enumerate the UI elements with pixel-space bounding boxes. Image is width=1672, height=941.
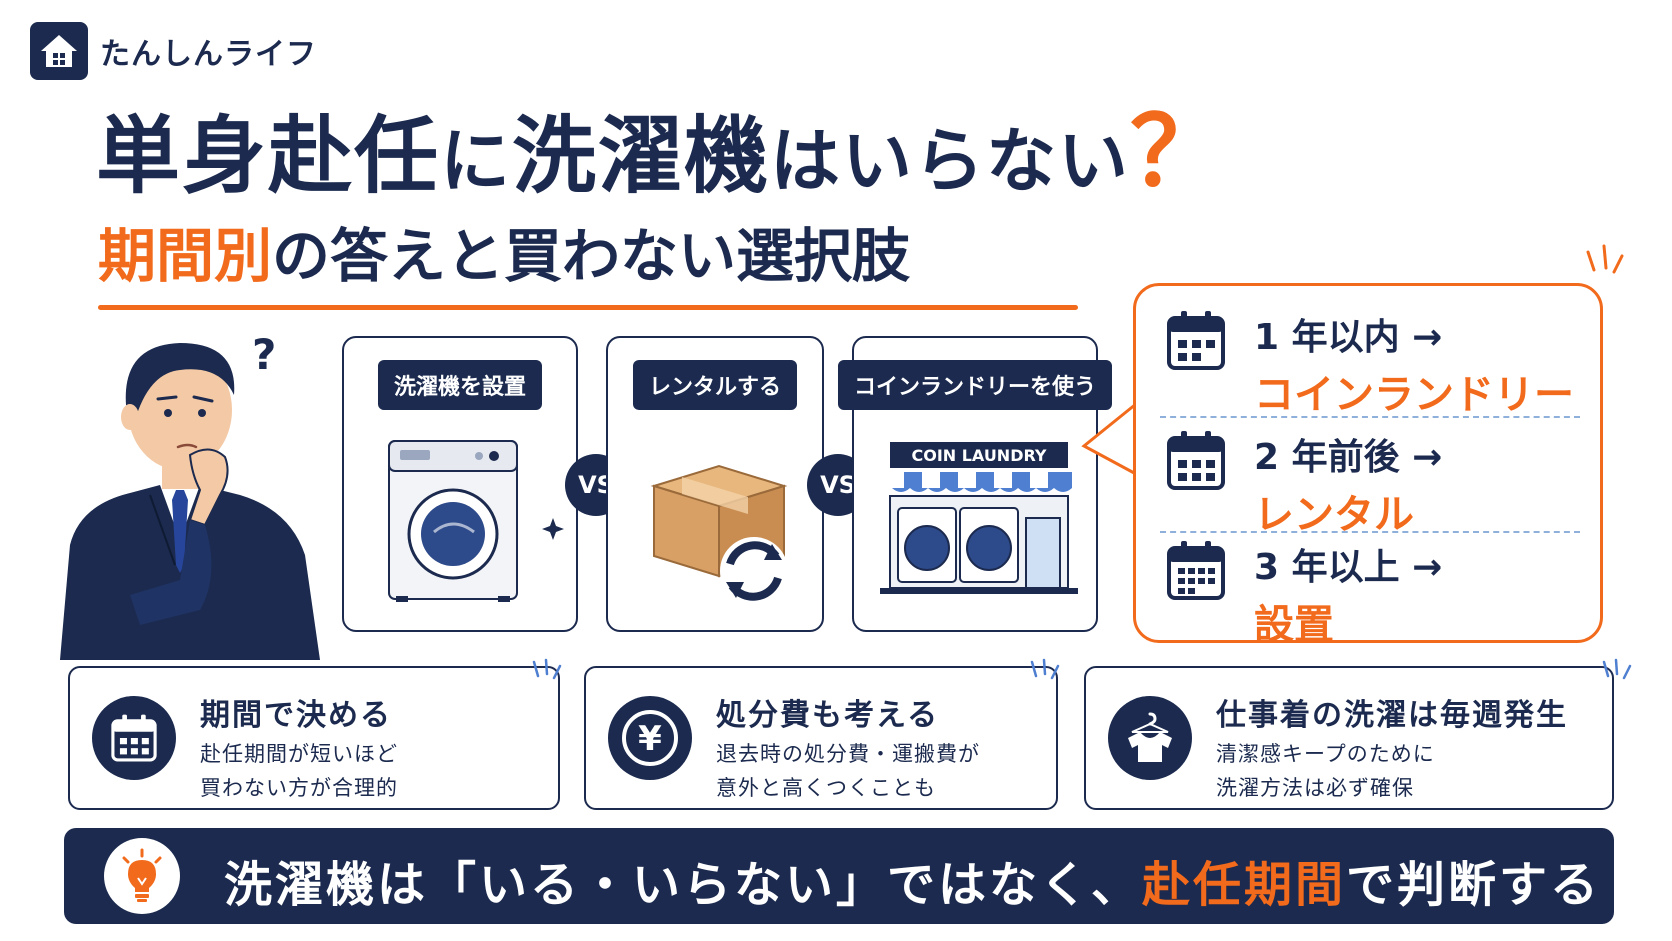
calendar-icon	[1167, 431, 1225, 490]
title-question-mark: ？	[1130, 96, 1229, 208]
info-desc-line: 買わない方が合理的	[200, 775, 398, 800]
yen-icon: ¥	[608, 696, 692, 780]
conclusion-highlight: 赴任期間	[1142, 857, 1347, 913]
info-title-disposal: 処分費も考える	[716, 698, 940, 733]
info-card-work-clothes: 仕事着の洗濯は毎週発生 清潔感キープのために 洗濯方法は必ず確保	[1084, 666, 1614, 810]
conclusion-text: 洗濯機は「いる・いらない」ではなく、赴任期間で判断する	[224, 845, 1601, 915]
emphasis-lines-icon	[1586, 244, 1624, 274]
calendar-icon	[1167, 311, 1225, 370]
brand: たんしんライフ	[30, 22, 317, 80]
accent-marks-icon	[1602, 658, 1632, 680]
info-card-disposal: ¥ 処分費も考える 退去時の処分費・運搬費が 意外と高くつくことも	[584, 666, 1058, 810]
page-title: 単身赴任に洗濯機はいらない？	[96, 99, 1228, 206]
title-part-1: 単身赴任	[96, 107, 441, 205]
period-answer-2: レンタル	[1254, 492, 1414, 538]
svg-text:¥: ¥	[638, 719, 662, 759]
conclusion-pre: 洗濯機は「いる・いらない」ではなく、	[224, 857, 1143, 913]
title-part-2: に	[440, 120, 513, 202]
subtitle-highlight: 期間別	[98, 222, 273, 290]
period-answer-panel: 1 年以内 → コインランドリー 2 年前後 → レンタル	[1133, 283, 1603, 648]
period-divider-2	[1160, 531, 1580, 533]
title-part-3: 洗濯機	[512, 107, 771, 205]
page-subtitle: 期間別の答えと買わない選択肢	[98, 222, 911, 290]
option-card-coin-laundry: コインランドリーを使う COIN LAUNDRY	[837, 336, 1113, 632]
title-part-4: はいらない	[770, 120, 1131, 202]
option-card-install: 洗濯機を設置	[342, 336, 578, 632]
period-answer-3: 設置	[1254, 602, 1334, 648]
brand-name: たんしんライフ	[100, 37, 317, 72]
option-label-rental: レンタルする	[632, 360, 798, 410]
accent-marks-icon	[532, 658, 562, 680]
subtitle-rest: の答えと買わない選択肢	[272, 222, 911, 290]
period-row-2: 2 年前後 → レンタル	[1166, 428, 1576, 540]
calendar-icon	[92, 696, 176, 780]
accent-marks-icon	[1030, 658, 1060, 680]
info-desc-line: 洗濯方法は必ず確保	[1216, 775, 1414, 800]
info-desc-period: 赴任期間が短いほど 買わない方が合理的	[200, 738, 398, 805]
info-desc-line: 赴任期間が短いほど	[200, 742, 398, 766]
period-row-3: 3 年以上 → 設置	[1166, 538, 1576, 650]
period-duration-1: 1 年以内 →	[1254, 317, 1443, 358]
calendar-icon	[1167, 541, 1225, 600]
conclusion-banner: 洗濯機は「いる・いらない」ではなく、赴任期間で判断する	[64, 828, 1614, 924]
period-divider-1	[1160, 416, 1580, 418]
period-answer-1: コインランドリー	[1254, 372, 1574, 418]
option-label-install: 洗濯機を設置	[377, 360, 543, 410]
option-label-coin-laundry: コインランドリーを使う	[837, 360, 1113, 410]
info-desc-disposal: 退去時の処分費・運搬費が 意外と高くつくことも	[716, 738, 980, 805]
rental-box-icon	[650, 464, 788, 605]
info-title-period: 期間で決める	[200, 698, 392, 733]
period-duration-2: 2 年前後 →	[1254, 437, 1443, 478]
shirt-icon	[1108, 696, 1192, 780]
conclusion-post: で判断する	[1346, 857, 1602, 913]
period-duration-3: 3 年以上 →	[1254, 547, 1443, 588]
title-underline	[98, 305, 1078, 310]
speech-pointer	[1081, 402, 1137, 476]
lightbulb-icon	[104, 838, 180, 914]
businessman-thinking-illustration	[60, 343, 320, 660]
house-logo-icon	[30, 22, 88, 80]
info-desc-line: 退去時の処分費・運搬費が	[716, 742, 980, 766]
sparkle-icon	[542, 518, 564, 540]
info-desc-line: 清潔感キープのために	[1216, 742, 1435, 766]
info-desc-work-clothes: 清潔感キープのために 洗濯方法は必ず確保	[1216, 738, 1435, 805]
question-mark-icon: ?	[252, 330, 277, 379]
coin-laundry-sign: COIN LAUNDRY	[890, 442, 1068, 468]
laundromat-icon	[880, 472, 1078, 594]
option-card-rental: レンタルする	[606, 336, 824, 632]
info-desc-line: 意外と高くつくことも	[716, 775, 936, 800]
info-title-work-clothes: 仕事着の洗濯は毎週発生	[1216, 698, 1568, 733]
info-card-period: 期間で決める 赴任期間が短いほど 買わない方が合理的	[68, 666, 560, 810]
washing-machine-icon	[388, 440, 518, 602]
period-row-1: 1 年以内 → コインランドリー	[1166, 308, 1576, 420]
